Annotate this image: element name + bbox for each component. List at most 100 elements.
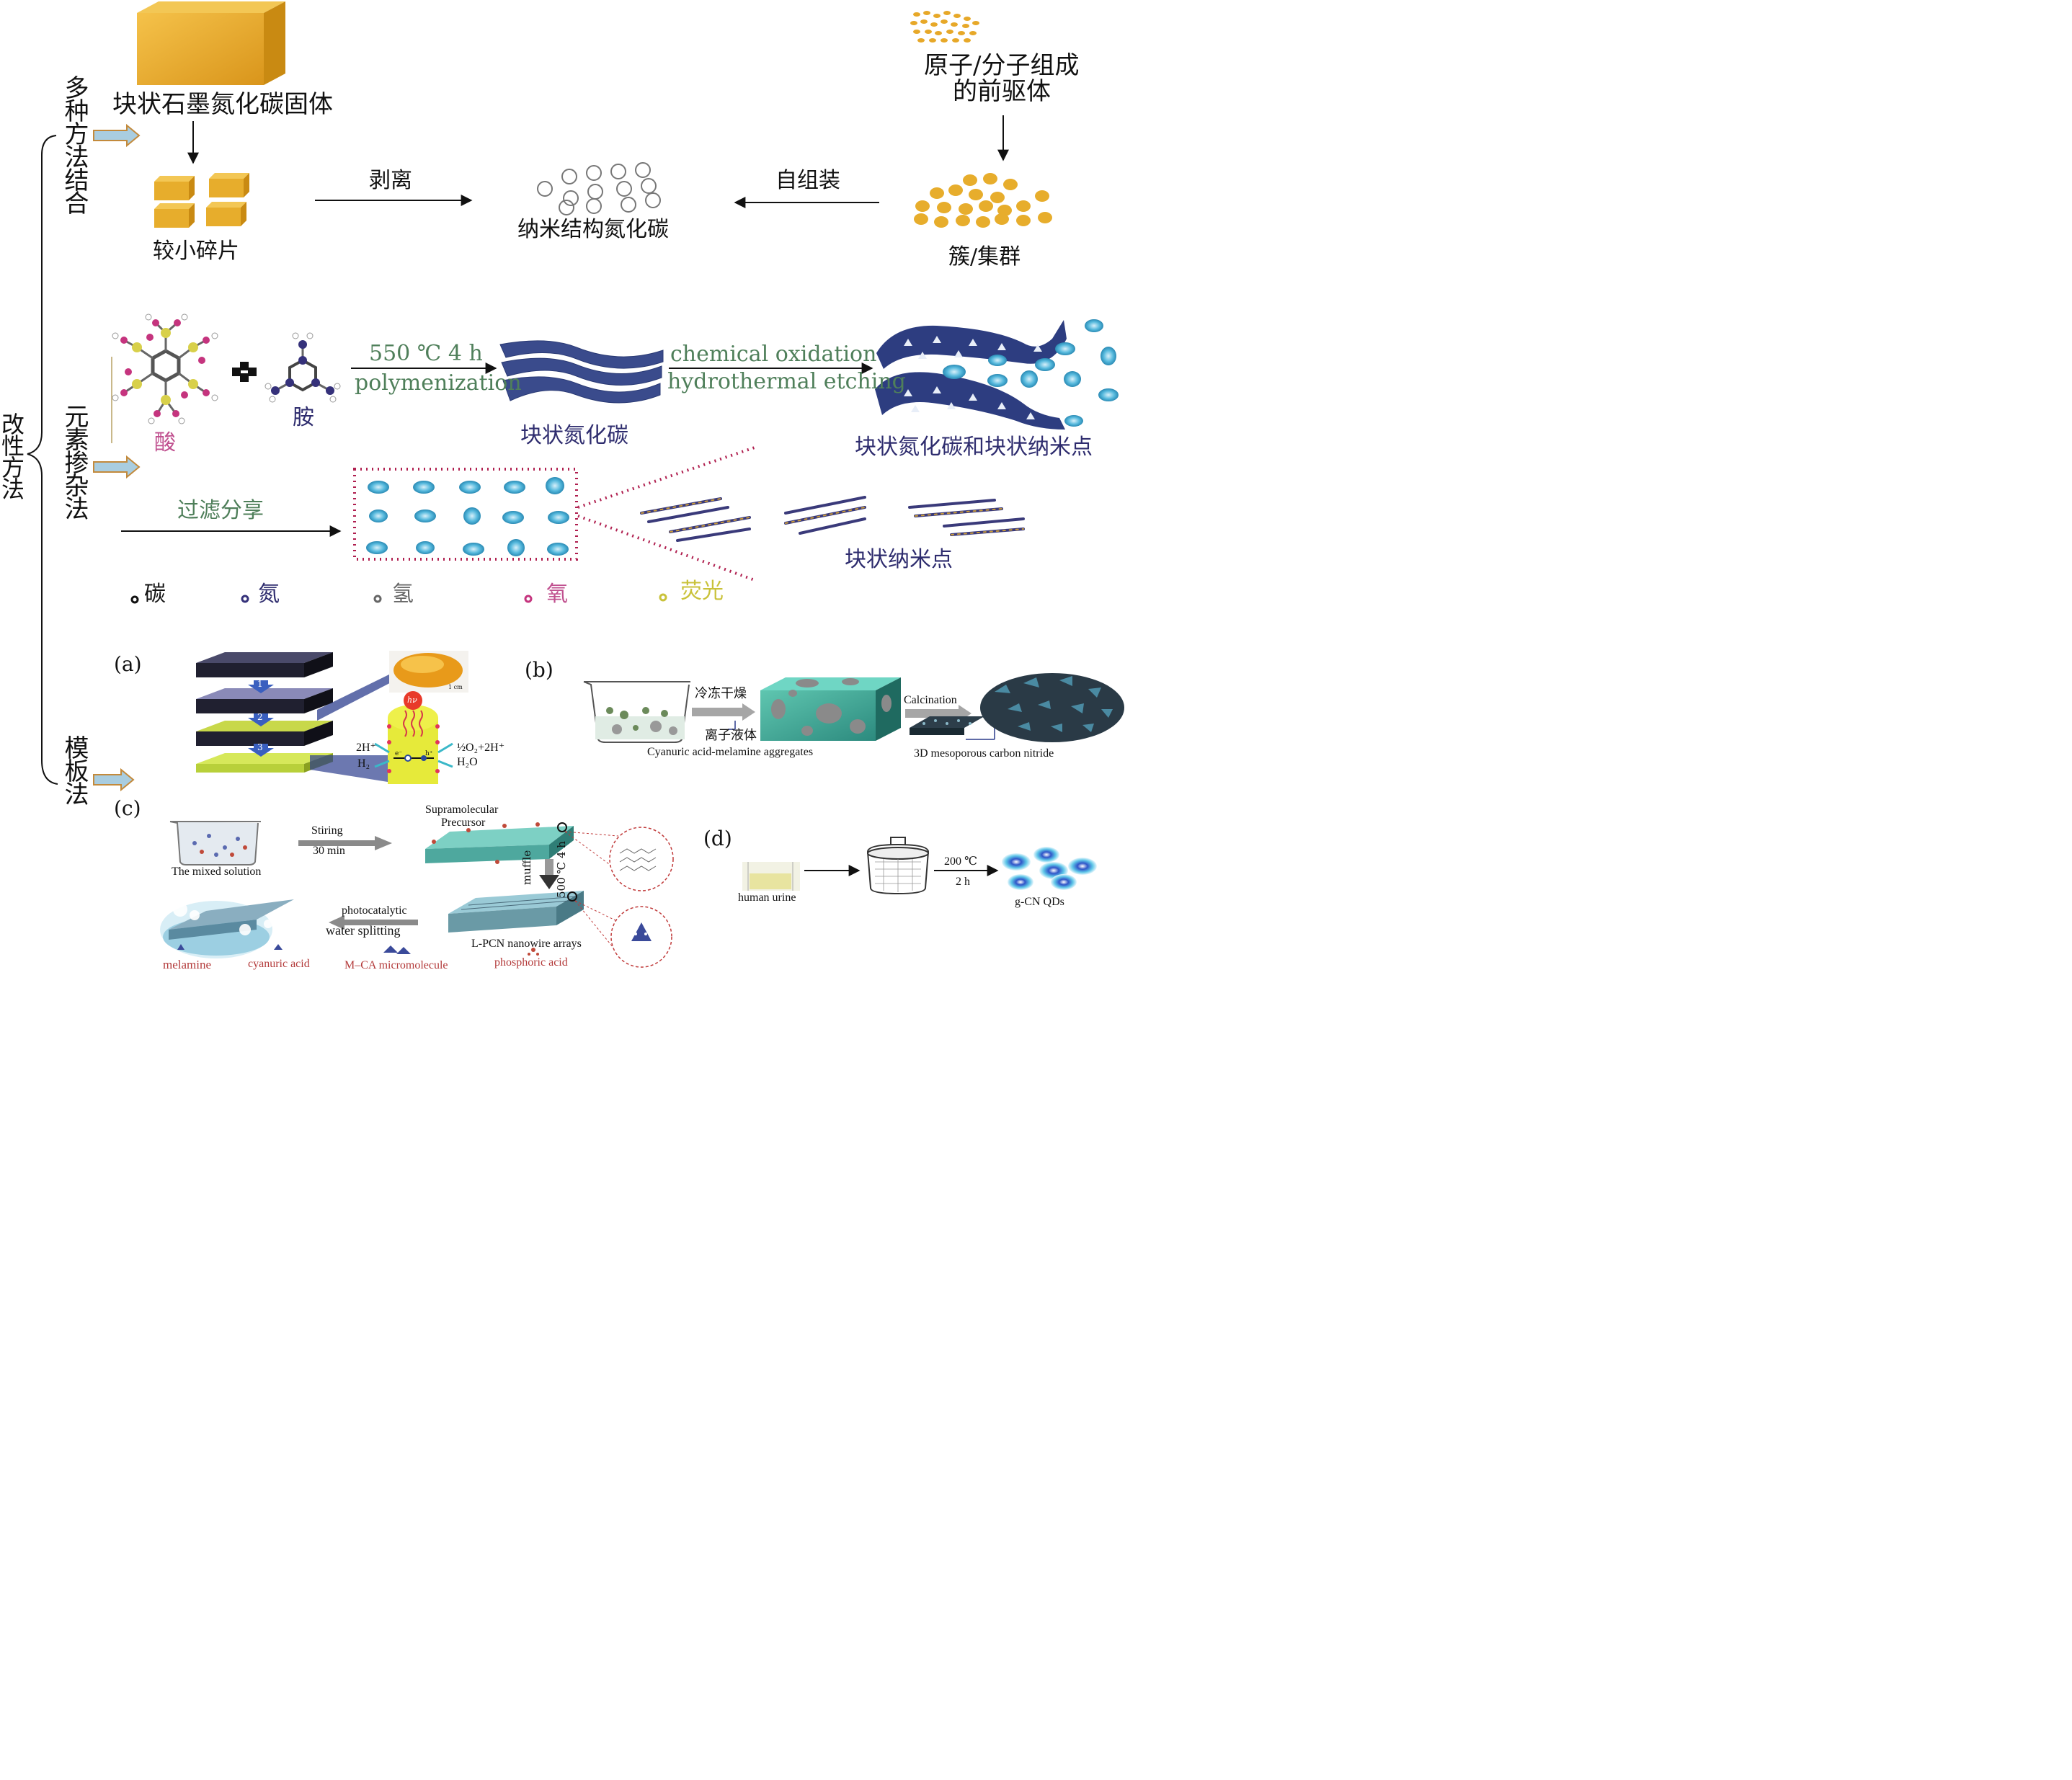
panel-c-beaker xyxy=(169,821,261,865)
precursor-atoms xyxy=(910,11,979,43)
cyanuric-label: cyanuric acid xyxy=(248,958,310,970)
legend-carbon: 碳 xyxy=(144,582,166,607)
zoom-circle-top xyxy=(609,827,674,891)
mesoporous-label: 3D mesoporous carbon nitride xyxy=(914,747,1054,760)
aggregates-label: Cyanuric acid-melamine aggregates xyxy=(647,746,814,758)
step-1: 1 xyxy=(257,679,263,689)
bulk-dots-label: 块状纳米点 xyxy=(845,547,953,572)
bulk-cn-dots-label: 块状氮化碳和块状纳米点 xyxy=(855,435,1093,460)
precursor-line2: 的前驱体 xyxy=(953,77,1051,106)
mca-label: M–CA micromolecule xyxy=(344,959,448,971)
nano-rings xyxy=(537,162,661,215)
urine-label: human urine xyxy=(738,891,796,904)
teal-block xyxy=(760,677,901,741)
main-brace xyxy=(27,135,58,785)
water-splitting-image xyxy=(160,899,294,958)
arrow-photocatalytic xyxy=(329,915,418,930)
panel-d-urine xyxy=(742,862,800,891)
freeze-dry-label: 冷冻干燥 xyxy=(695,686,747,701)
diagram-graphics xyxy=(27,1,1124,968)
filter-label: 过滤分享 xyxy=(177,498,264,523)
zoom-line-bottom xyxy=(577,515,757,582)
supramolecular-bar xyxy=(425,822,574,864)
exfoliation-label: 剥离 xyxy=(369,168,412,193)
h2-label: H₂ xyxy=(357,757,370,770)
bulk-solid-label: 块状石墨氮化碳固体 xyxy=(112,90,333,119)
electron-label: e⁻ xyxy=(395,750,403,757)
scale-label: 1 cm xyxy=(448,684,463,690)
method-arrow-template xyxy=(93,767,135,792)
muffle-label: muffle xyxy=(520,850,533,885)
hv-label: hν xyxy=(407,695,417,705)
mixed-solution-label: The mixed solution xyxy=(172,865,262,878)
calcination-label: Calcination xyxy=(904,694,957,706)
water-splitting-label: water splitting xyxy=(326,923,401,938)
ionic-liquid-label: 离子液体 xyxy=(705,728,757,743)
layered-nanodots xyxy=(640,496,1025,542)
acid-molecule xyxy=(112,313,218,424)
smaller-pieces xyxy=(154,173,249,228)
stiring-label: Stiring xyxy=(311,824,343,837)
h2o-label: H₂O xyxy=(457,756,478,768)
step-2: 2 xyxy=(257,712,263,722)
qds-label: g-CN QDs xyxy=(1015,896,1064,908)
panel-a-label: (a) xyxy=(114,652,142,676)
stiring-time-label: 30 min xyxy=(313,845,345,857)
bulk-cn-label: 块状氮化碳 xyxy=(520,423,628,448)
lpcn-label: L-PCN nanowire arrays xyxy=(471,938,582,950)
legend-oxygen: 氧 xyxy=(546,582,568,607)
temp-label: 550 ℃ 4 h xyxy=(369,341,483,366)
legend-nitrogen: 氮 xyxy=(258,582,280,607)
ribbons xyxy=(875,320,1067,430)
qd-dots xyxy=(1002,847,1097,890)
bulk-cn-sheets xyxy=(499,340,664,404)
hole-label: h⁺ xyxy=(425,750,433,757)
arrow-freeze-dry xyxy=(692,703,755,721)
panel-b-label: (b) xyxy=(525,658,553,682)
panel-b-beaker xyxy=(583,681,690,743)
d-temp-label: 200 ℃ xyxy=(944,855,977,868)
supra-label-2: Precursor xyxy=(441,816,486,829)
acid-label: 酸 xyxy=(154,430,176,455)
panel-d-label: (d) xyxy=(703,827,732,850)
mca-molecule xyxy=(383,945,411,954)
mesoporous-sheet xyxy=(910,716,984,735)
amine-molecule xyxy=(264,332,341,403)
supra-label-1: Supramolecular xyxy=(425,804,499,816)
figure: 改性方法 多种方法结合 元素掺杂法 模板法 块状石墨氮化碳固体 较小碎片 剥离 … xyxy=(0,0,1129,977)
method-arrow-doping xyxy=(93,455,141,479)
dotted-box xyxy=(353,468,578,561)
nano-cn-label: 纳米结构氮化碳 xyxy=(517,217,669,242)
bulk-block xyxy=(137,1,285,85)
panel-a-stack xyxy=(196,652,404,782)
melamine-label: melamine xyxy=(163,958,212,971)
d-time-label: 2 h xyxy=(956,876,970,888)
smaller-pieces-label: 较小碎片 xyxy=(153,239,239,264)
o2-label: ½O₂+2H⁺ xyxy=(457,742,505,754)
phosphoric-label: phosphoric acid xyxy=(494,956,568,969)
legend-markers xyxy=(130,593,667,604)
amine-label: 胺 xyxy=(293,405,314,430)
lpcn-bar xyxy=(448,891,584,933)
cluster-label: 簇/集群 xyxy=(948,244,1021,270)
photocatalyst-rod xyxy=(374,691,453,784)
method-arrow-combo xyxy=(93,123,141,148)
oxidation-label: chemical oxidation xyxy=(670,342,877,367)
self-assembly-label: 自组装 xyxy=(775,168,840,193)
plus-icon xyxy=(232,362,257,382)
h-plus-label: 2H⁺ xyxy=(356,742,376,754)
step-3: 3 xyxy=(257,742,263,752)
zoom-line-top xyxy=(577,445,757,509)
nano-dots-scattered xyxy=(943,319,1119,427)
mesoporous-sphere xyxy=(980,673,1124,742)
hydrothermal-label: hydrothermal etching xyxy=(667,369,906,394)
polymerization-label: polymenization xyxy=(355,370,522,396)
method-template: 模板法 xyxy=(60,735,89,804)
arrow-stiring xyxy=(298,836,392,850)
photocatalytic-label: photocatalytic xyxy=(342,904,407,917)
method-combo: 多种方法结合 xyxy=(60,75,89,213)
legend-hydrogen: 氢 xyxy=(392,582,414,607)
precursor-line1: 原子/分子组成 xyxy=(924,51,1080,80)
panel-c-label: (c) xyxy=(114,796,141,820)
cluster xyxy=(914,173,1052,228)
